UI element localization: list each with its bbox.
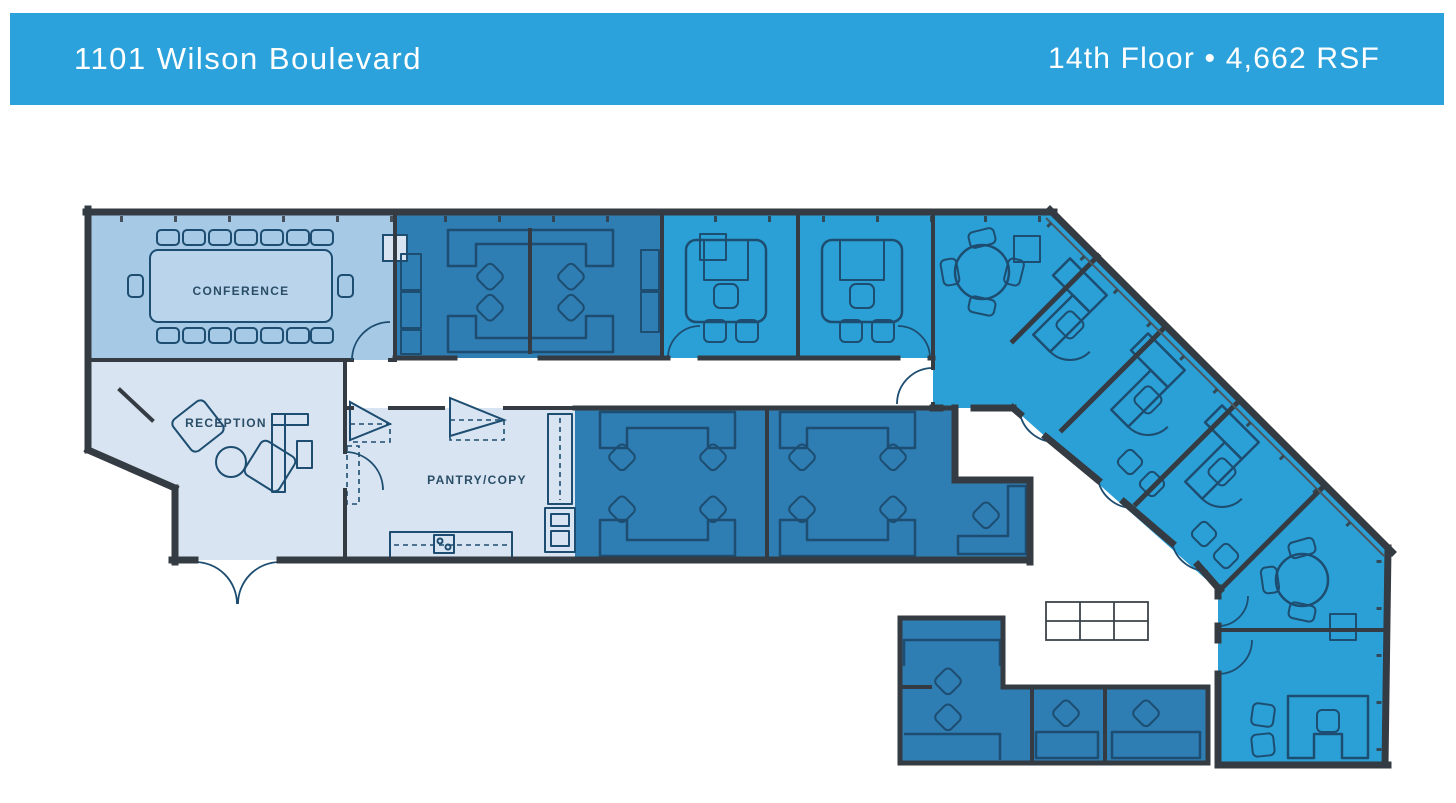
office-2-furniture: [820, 238, 931, 359]
workstation-pods-bottom: [902, 638, 1202, 760]
guest-chair: [871, 319, 895, 343]
whiteboard: [1013, 235, 1041, 263]
meeting-room-door: [1217, 595, 1249, 627]
chair: [939, 257, 961, 287]
u-desk: [1286, 694, 1370, 760]
guest-chair: [1212, 542, 1240, 570]
chair: [1003, 257, 1025, 287]
office-door: [1217, 639, 1253, 675]
wall-cabinet: [346, 445, 360, 505]
workstation-area-bottom: [900, 618, 1208, 763]
guest-chair: [839, 319, 863, 343]
copier: [544, 507, 576, 553]
small-meeting-room-furniture: [1217, 536, 1357, 641]
square-table: [1329, 613, 1357, 641]
office-door: [667, 325, 701, 359]
guest-chair: [1116, 448, 1144, 476]
task-chairs: [476, 262, 585, 322]
office-1-furniture: [667, 233, 768, 359]
chair: [1287, 601, 1317, 623]
door-leaf: [449, 396, 508, 438]
tall-cabinet: [547, 413, 573, 505]
storage-unit: [1045, 601, 1149, 641]
shelf-unit: [449, 419, 505, 441]
pantry-furniture: [344, 396, 576, 559]
round-table: [1274, 552, 1330, 608]
windows: [120, 216, 1385, 760]
door-leaf: [349, 400, 393, 442]
desk-cluster: [446, 228, 615, 268]
header-banner: 1101 Wilson Boulevard 14th Floor • 4,662…: [10, 13, 1444, 105]
pantry-door: [344, 451, 384, 491]
corner-desk: [956, 484, 1028, 556]
guest-chair: [703, 319, 727, 343]
guest-chair: [1190, 520, 1218, 548]
desk-cluster: [446, 314, 615, 354]
shelf-unit: [349, 423, 391, 443]
conference-chairs: [127, 229, 354, 344]
guest-chair: [735, 319, 759, 343]
angled-office-3: [1171, 404, 1261, 572]
office-3-furniture: [1217, 639, 1370, 760]
side-table: [215, 446, 247, 478]
entry-door-left: [194, 561, 238, 605]
angled-office-1: [1019, 257, 1109, 443]
office-door: [897, 325, 931, 359]
chair: [967, 295, 997, 317]
chair: [1287, 536, 1317, 560]
desk-notch: [839, 239, 885, 281]
conference-furniture: [127, 229, 408, 344]
chair: [967, 227, 997, 249]
guest-chair: [1250, 732, 1276, 758]
reception-label: RECEPTION: [185, 416, 267, 430]
conference-label: CONFERENCE: [192, 284, 289, 298]
conference-door: [351, 321, 391, 361]
whiteboard: [699, 233, 727, 261]
guest-chair: [1250, 702, 1276, 728]
task-chair: [1316, 709, 1340, 733]
task-chair: [849, 283, 875, 309]
vestibule-door: [117, 387, 155, 423]
guest-chair: [1138, 470, 1166, 498]
reception-desk: [271, 413, 313, 493]
reception-furniture: [171, 399, 313, 605]
conference-table: [149, 249, 333, 323]
round-table: [953, 243, 1011, 301]
lounge-chair: [243, 439, 297, 493]
floor-summary: 14th Floor • 4,662 RSF: [1047, 42, 1380, 75]
task-chair: [972, 501, 1000, 530]
task-chair: [713, 283, 739, 309]
chair: [1259, 565, 1281, 595]
entry-door-right: [237, 561, 281, 605]
task-chairs: [608, 443, 907, 524]
corner-meeting-room-furniture: [896, 227, 1041, 405]
pantry-copy-label: PANTRY/COPY: [427, 473, 527, 487]
workstation-pods-center: [598, 410, 1028, 558]
lounge-chair: [171, 399, 225, 453]
walls: [82, 205, 1397, 769]
meeting-room-door: [896, 367, 934, 405]
workstation-pod-top: [400, 228, 660, 355]
desk-notch: [703, 239, 749, 281]
building-address: 1101 Wilson Boulevard: [74, 41, 422, 76]
